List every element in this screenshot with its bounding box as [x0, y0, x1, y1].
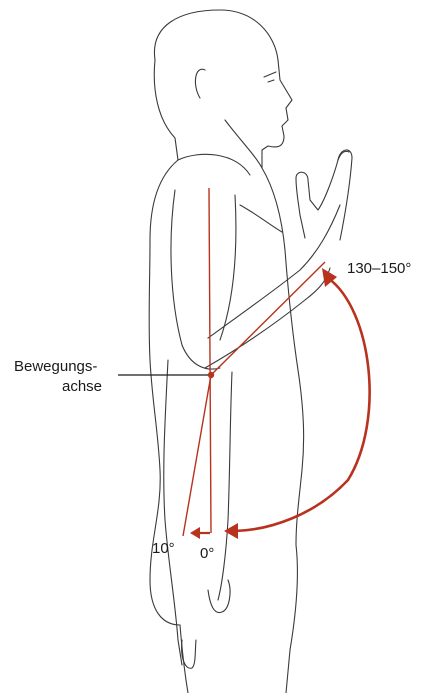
axis-label-line2: achse [62, 378, 102, 396]
hand-outline [296, 150, 352, 240]
hyperextension-line [183, 375, 211, 536]
hip-outline [286, 545, 297, 693]
neck-front-outline [225, 120, 262, 168]
extension-arrow-head [190, 527, 200, 539]
ear-outline [195, 69, 205, 98]
axis-label-line1: Bewegungs- [14, 358, 97, 376]
zero-angle-label: 0° [200, 545, 214, 563]
eye-outline [264, 72, 276, 82]
extension-angle-label: 10° [152, 540, 175, 558]
flexion-arrow-bottom [224, 523, 238, 539]
forearm-lower [205, 268, 330, 368]
vertical-reference-line [209, 188, 211, 533]
neck-back-outline [154, 60, 178, 160]
chest-outline [262, 168, 304, 545]
shoulder-outline [178, 154, 250, 175]
head-outline [154, 10, 292, 168]
hanging-arm-front [218, 372, 232, 600]
flexion-range-label: 130–150° [347, 260, 411, 278]
pectoral-outline [240, 205, 282, 232]
forearm-upper [208, 205, 340, 338]
hanging-arm-back [164, 360, 182, 665]
upper-arm-front [220, 195, 236, 340]
hand-fingers [338, 151, 349, 160]
flexed-forearm-axis [211, 262, 325, 375]
hanging-hand [182, 580, 230, 668]
axis-pivot-dot [208, 372, 214, 378]
upper-arm-back [171, 190, 220, 369]
